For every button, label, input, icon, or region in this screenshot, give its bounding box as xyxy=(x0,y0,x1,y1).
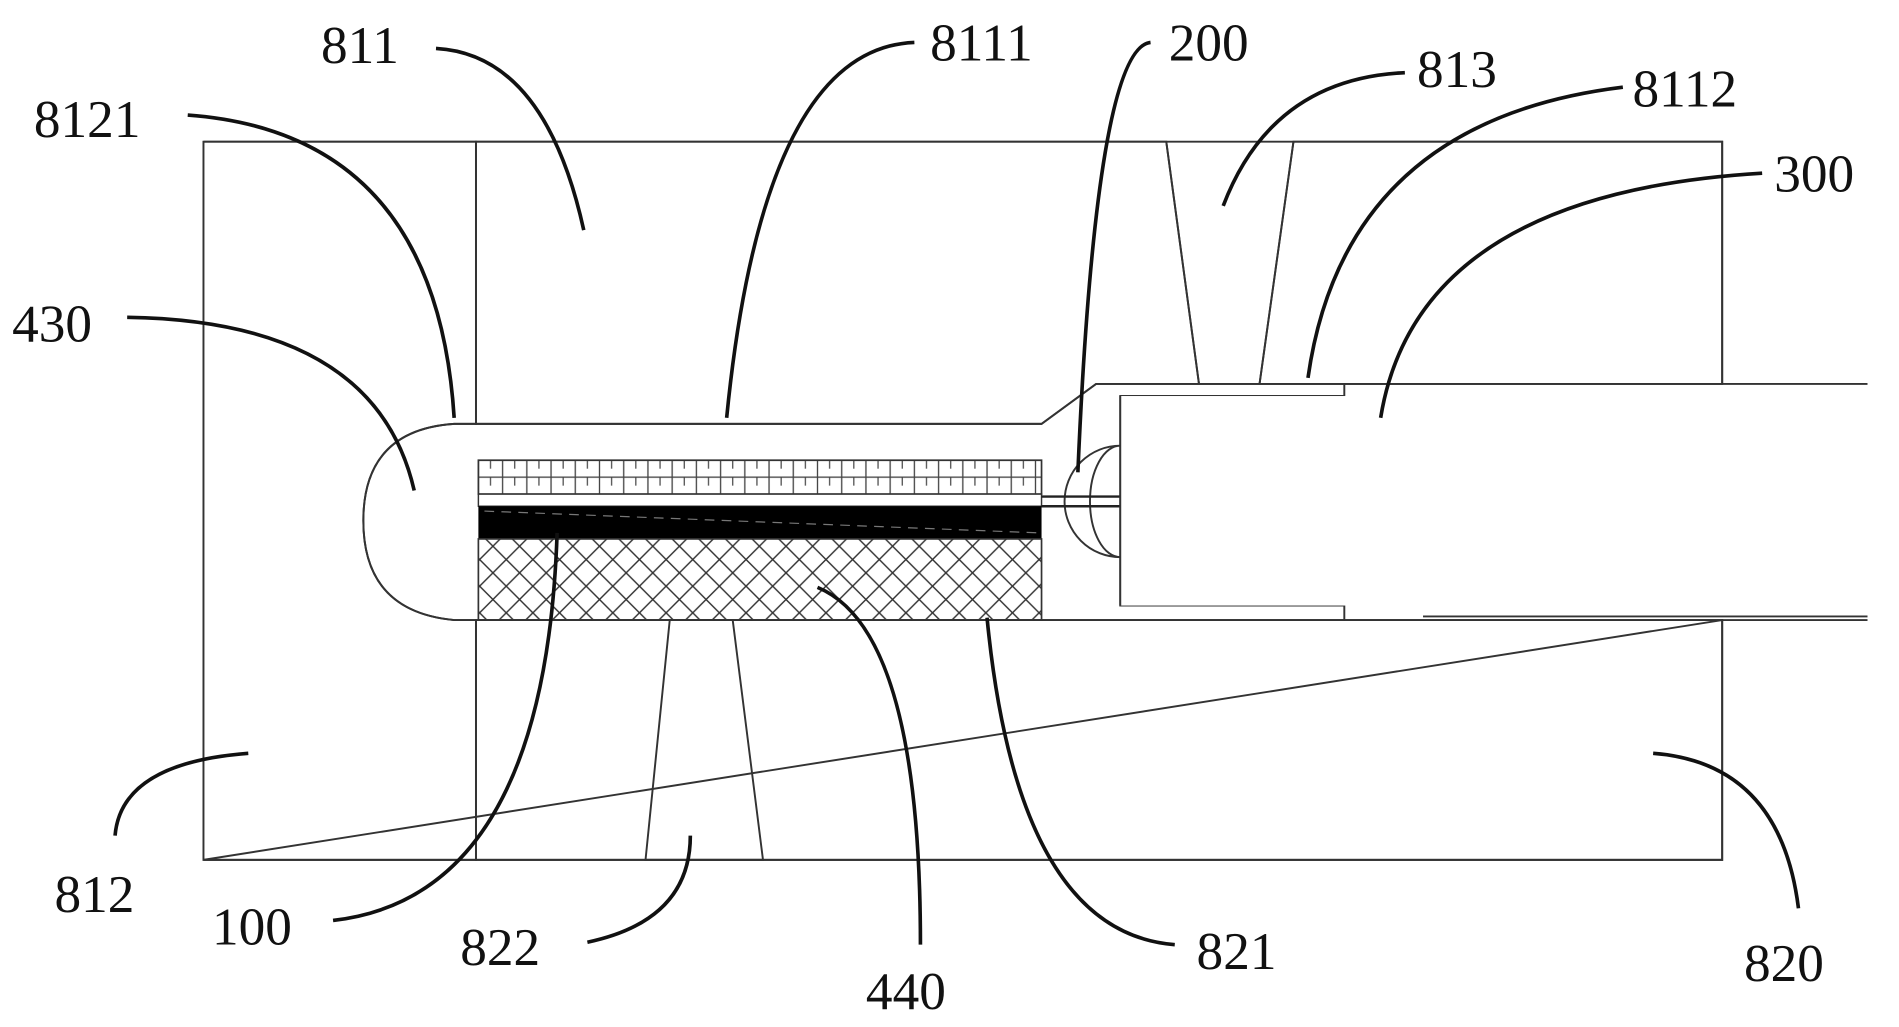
leader-812 xyxy=(115,753,248,835)
leader-8121 xyxy=(188,115,454,418)
label-812: 812 xyxy=(55,865,135,924)
gap-layer xyxy=(478,494,1041,506)
ball-200 xyxy=(1065,446,1121,557)
leader-821 xyxy=(987,618,1175,945)
leader-820 xyxy=(1653,753,1798,908)
leader-811 xyxy=(436,48,584,230)
leader-8112 xyxy=(1308,87,1623,378)
tube-300 xyxy=(1120,396,1865,606)
vent-813 xyxy=(1166,142,1293,384)
leader-813 xyxy=(1223,73,1405,206)
leader-440 xyxy=(817,587,920,944)
leader-300 xyxy=(1381,173,1762,418)
label-430: 430 xyxy=(12,295,92,354)
label-811: 811 xyxy=(321,16,399,75)
leader-822 xyxy=(587,836,690,943)
label-820: 820 xyxy=(1744,934,1824,993)
label-100: 100 xyxy=(212,898,292,957)
label-8111: 8111 xyxy=(930,14,1033,73)
black-layer-100 xyxy=(478,506,1041,539)
label-822: 822 xyxy=(460,918,540,977)
mold-part-820 xyxy=(476,620,1722,860)
grid-layer xyxy=(478,460,1041,494)
label-8112: 8112 xyxy=(1633,60,1738,119)
label-813: 813 xyxy=(1417,40,1497,99)
label-8121: 8121 xyxy=(34,90,141,149)
label-200: 200 xyxy=(1169,14,1249,73)
label-440: 440 xyxy=(866,962,946,1021)
label-300: 300 xyxy=(1774,144,1854,203)
leader-430 xyxy=(127,317,414,490)
label-821: 821 xyxy=(1197,922,1277,981)
leader-8111 xyxy=(727,42,915,417)
pin-200 xyxy=(1042,497,1121,507)
vent-822 xyxy=(646,620,763,860)
filter-element-440 xyxy=(478,539,1041,620)
